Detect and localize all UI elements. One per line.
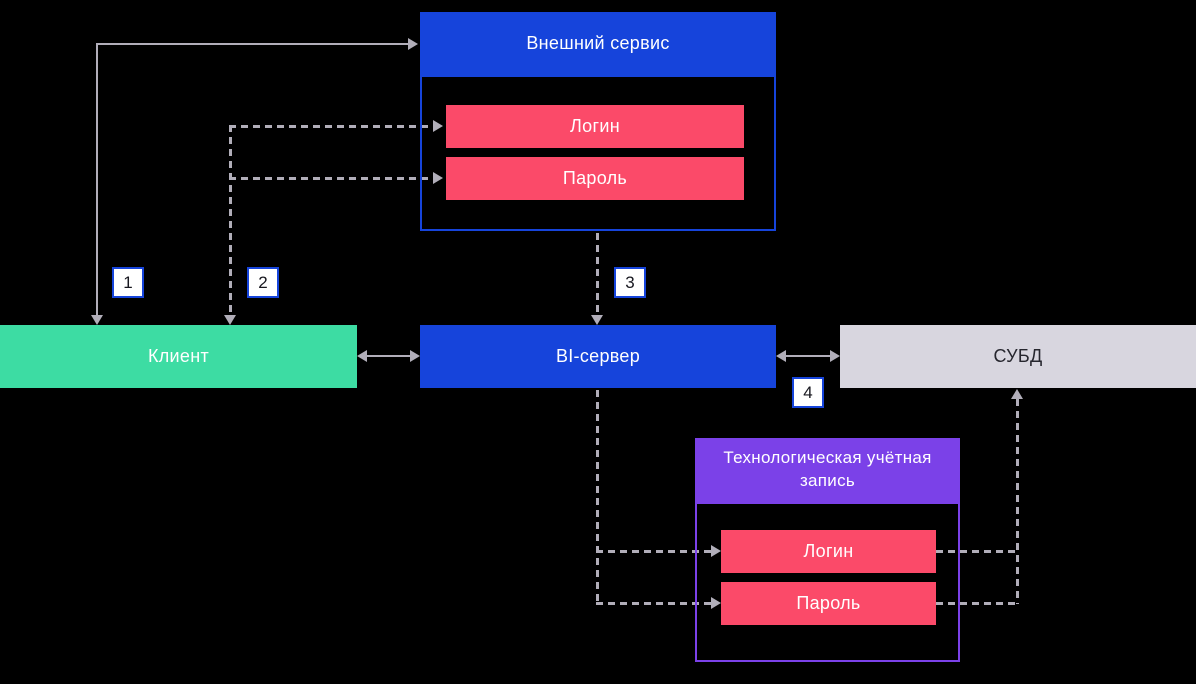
connector-to-tech-login [596, 550, 711, 553]
step-badge-4: 4 [792, 377, 824, 408]
connector-tech-dbms-vertical [1016, 399, 1019, 604]
tech-account-credentials-frame [695, 502, 960, 662]
connector-to-external-password [229, 177, 433, 180]
connector-client-external-horizontal [96, 43, 408, 45]
connector-creds-client-vertical [229, 125, 232, 315]
node-dbms: СУБД [840, 325, 1196, 388]
external-service-credentials-frame [420, 75, 776, 231]
arrowhead-into-bi-right [776, 350, 786, 362]
arrowhead-into-external-login [433, 120, 443, 132]
arrowhead-into-bi-left [410, 350, 420, 362]
node-tech-account: Технологическая учётная запись [695, 438, 960, 502]
arrowhead-into-bi-server [591, 315, 603, 325]
step-badge-1: 1 [112, 267, 144, 298]
step-badge-3: 3 [614, 267, 646, 298]
arrowhead-into-client-1 [91, 315, 103, 325]
arrowhead-into-dbms-bottom [1011, 389, 1023, 399]
node-external-password: Пароль [446, 157, 744, 200]
arrowhead-into-client-2 [224, 315, 236, 325]
arrowhead-into-dbms [830, 350, 840, 362]
connector-bi-dbms [786, 355, 830, 357]
connector-tech-login-out [936, 550, 1018, 553]
arrowhead-into-client-right [357, 350, 367, 362]
node-tech-login: Логин [721, 530, 936, 573]
connector-to-external-login [229, 125, 433, 128]
connector-tech-password-out [936, 602, 1018, 605]
arrowhead-into-external-password [433, 172, 443, 184]
node-bi-server: BI-сервер [420, 325, 776, 388]
connector-client-bi [367, 355, 410, 357]
node-external-login: Логин [446, 105, 744, 148]
arrowhead-into-external-service [408, 38, 418, 50]
connector-bi-tech-vertical [596, 390, 599, 604]
step-badge-2: 2 [247, 267, 279, 298]
arrowhead-into-tech-login [711, 545, 721, 557]
node-external-service: Внешний сервис [420, 12, 776, 75]
connector-to-tech-password [596, 602, 711, 605]
connector-client-external-vertical [96, 43, 98, 315]
node-client: Клиент [0, 325, 357, 388]
connector-external-bi-vertical [596, 233, 599, 315]
node-tech-password: Пароль [721, 582, 936, 625]
arrowhead-into-tech-password [711, 597, 721, 609]
